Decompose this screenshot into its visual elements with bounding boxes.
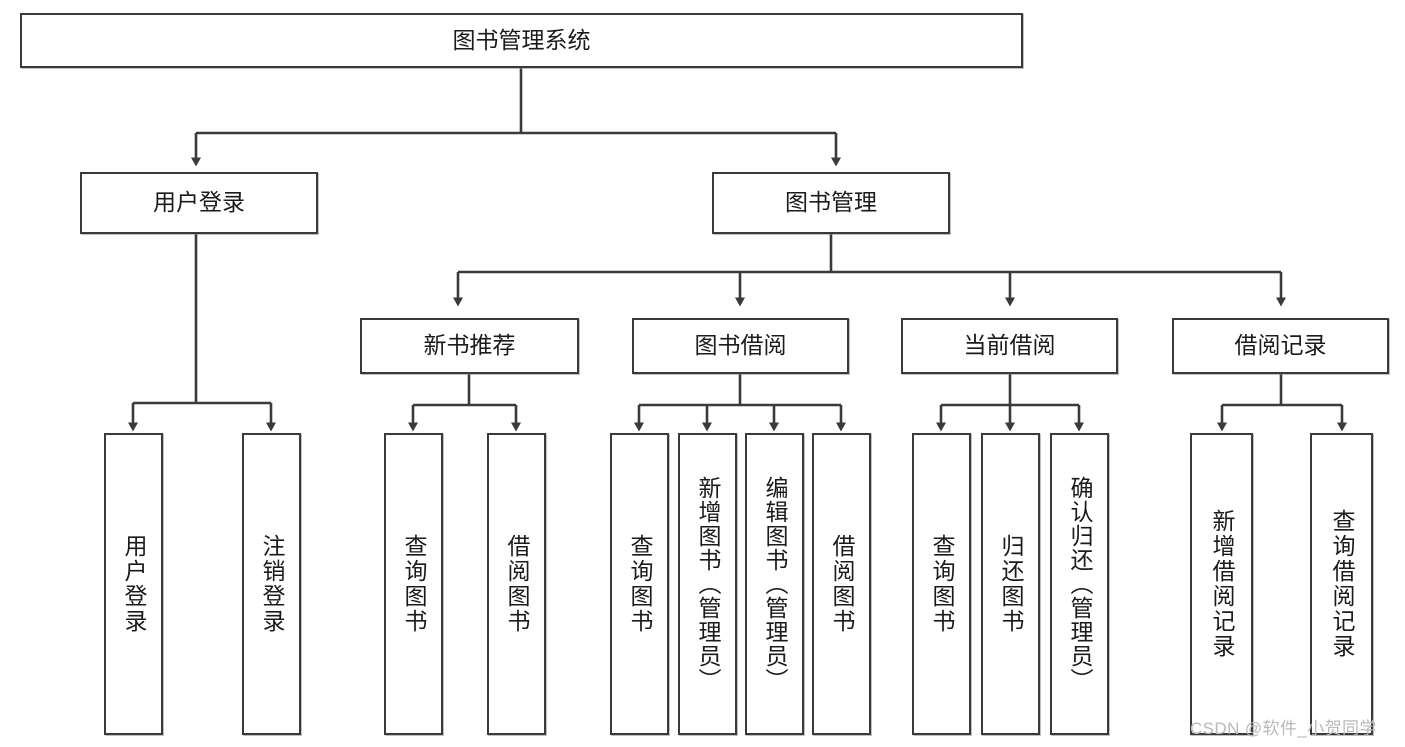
node-book-borrow[interactable]: 图书借阅	[632, 318, 849, 374]
leaf-return-book[interactable]: 归还图书	[981, 433, 1040, 735]
node-label: 新增图书（管理员）	[695, 476, 721, 692]
node-label: 查询图书	[401, 534, 427, 634]
leaf-add-borrow-record[interactable]: 新增借阅记录	[1190, 433, 1253, 735]
node-user-login[interactable]: 用户登录	[80, 172, 318, 234]
node-label: 图书管理	[785, 189, 877, 216]
leaf-confirm-return-admin[interactable]: 确认归还（管理员）	[1050, 433, 1109, 735]
leaf-borrow-book[interactable]: 借阅图书	[812, 433, 871, 735]
leaf-query-book-borrow[interactable]: 查询图书	[610, 433, 669, 735]
leaf-query-book-recommend[interactable]: 查询图书	[384, 433, 443, 735]
node-label: 图书借阅	[694, 332, 787, 359]
node-label: 新书推荐	[423, 332, 516, 359]
node-label: 查询图书	[929, 534, 955, 634]
node-label: 查询借阅记录	[1329, 509, 1355, 659]
node-label: 新增借阅记录	[1209, 509, 1235, 659]
node-label: 注销登录	[259, 534, 285, 634]
node-root-book-management-system[interactable]: 图书管理系统	[20, 13, 1023, 68]
node-label: 当前借阅	[963, 332, 1056, 359]
node-label: 用户登录	[121, 534, 147, 634]
leaf-borrow-book-recommend[interactable]: 借阅图书	[487, 433, 546, 735]
node-label: 借阅图书	[504, 534, 530, 634]
leaf-query-borrow-record[interactable]: 查询借阅记录	[1310, 433, 1373, 735]
node-label: 归还图书	[998, 534, 1024, 634]
node-label: 借阅图书	[829, 534, 855, 634]
leaf-user-login[interactable]: 用户登录	[104, 433, 163, 735]
leaf-add-book-admin[interactable]: 新增图书（管理员）	[678, 433, 737, 735]
leaf-user-logout[interactable]: 注销登录	[242, 433, 301, 735]
node-label: 编辑图书（管理员）	[762, 476, 788, 692]
leaf-edit-book-admin[interactable]: 编辑图书（管理员）	[745, 433, 804, 735]
csdn-watermark: CSDN @软件_小贺同学	[1190, 719, 1377, 738]
leaf-query-book-current[interactable]: 查询图书	[912, 433, 971, 735]
node-label: 查询图书	[627, 534, 653, 634]
node-label: 用户登录	[153, 189, 245, 216]
node-label: 借阅记录	[1234, 332, 1327, 359]
node-book-management[interactable]: 图书管理	[712, 172, 950, 234]
node-current-borrow[interactable]: 当前借阅	[901, 318, 1118, 374]
node-label: 图书管理系统	[452, 26, 591, 53]
node-label: 确认归还（管理员）	[1067, 476, 1093, 692]
node-borrow-record[interactable]: 借阅记录	[1172, 318, 1389, 374]
node-new-book-recommend[interactable]: 新书推荐	[360, 318, 579, 374]
